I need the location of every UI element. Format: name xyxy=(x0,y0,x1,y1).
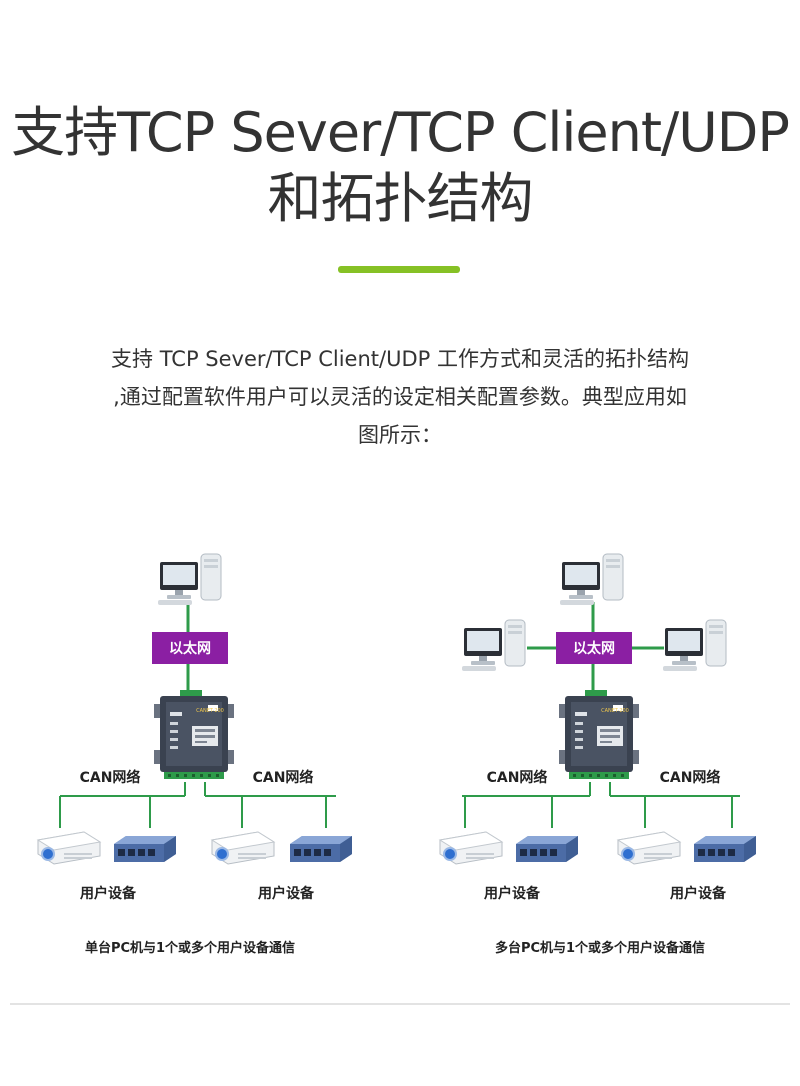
left-user-label-1: 用户设备 xyxy=(80,885,137,902)
description-line-2: ,通过配置软件用户可以灵活的设定相关配置参数。典型应用如 xyxy=(113,385,687,409)
right-user-label-1: 用户设备 xyxy=(484,885,541,902)
description: 支持 TCP Sever/TCP Client/UDP 工作方式和灵活的拓扑结构… xyxy=(50,340,750,454)
left-caption: 单台PC机与1个或多个用户设备通信 xyxy=(85,940,295,956)
page-title: 支持TCP Sever/TCP Client/UDP 和拓扑结构 xyxy=(0,100,800,232)
bottom-divider xyxy=(10,1003,790,1005)
left-switch-icon-1 xyxy=(114,836,176,862)
right-gateway-icon xyxy=(559,690,639,779)
right-projector-icon-2 xyxy=(617,831,681,865)
left-ethernet-label: 以太网 xyxy=(169,640,211,657)
description-line-3: 图所示： xyxy=(358,423,442,447)
right-ethernet-box xyxy=(556,632,632,664)
left-projector-icon-1 xyxy=(37,831,101,865)
topology-diagram: 以太网 CANET-200 CAN网络 CAN网络 用户设备 用户设备 单台PC… xyxy=(37,553,756,956)
description-line-1: 支持 TCP Sever/TCP Client/UDP 工作方式和灵活的拓扑结构 xyxy=(111,347,689,371)
left-can-label-1: CAN网络 xyxy=(80,769,141,786)
right-gateway-brand: CANET-200 xyxy=(601,708,629,714)
title-line-1: 支持TCP Sever/TCP Client/UDP xyxy=(11,101,790,164)
left-switch-icon-2 xyxy=(290,836,352,862)
right-pc-icon-left xyxy=(461,619,526,672)
left-gateway-brand: CANET-200 xyxy=(196,708,224,714)
right-projector-icon-1 xyxy=(439,831,503,865)
right-user-label-2: 用户设备 xyxy=(670,885,727,902)
right-caption: 多台PC机与1个或多个用户设备通信 xyxy=(495,940,705,956)
right-switch-icon-1 xyxy=(516,836,578,862)
left-pc-icon xyxy=(157,553,222,606)
left-ethernet-box xyxy=(152,632,228,664)
left-user-label-2: 用户设备 xyxy=(258,885,315,902)
right-can-label-1: CAN网络 xyxy=(487,769,548,786)
right-topology: 以太网 CANET-200 CAN网络 CAN网络 用户设备 用户设备 多台PC… xyxy=(439,553,756,956)
right-can-label-2: CAN网络 xyxy=(660,769,721,786)
right-switch-icon-2 xyxy=(694,836,756,862)
title-line-2: 和拓扑结构 xyxy=(267,167,534,230)
left-topology: 以太网 CANET-200 CAN网络 CAN网络 用户设备 用户设备 单台PC… xyxy=(37,553,352,956)
right-pc-icon-top xyxy=(559,553,624,606)
title-accent-bar xyxy=(338,266,460,273)
right-ethernet-label: 以太网 xyxy=(573,640,615,657)
left-gateway-icon xyxy=(154,690,234,779)
left-projector-icon-2 xyxy=(211,831,275,865)
right-pc-icon-right xyxy=(662,619,727,672)
left-can-label-2: CAN网络 xyxy=(253,769,314,786)
